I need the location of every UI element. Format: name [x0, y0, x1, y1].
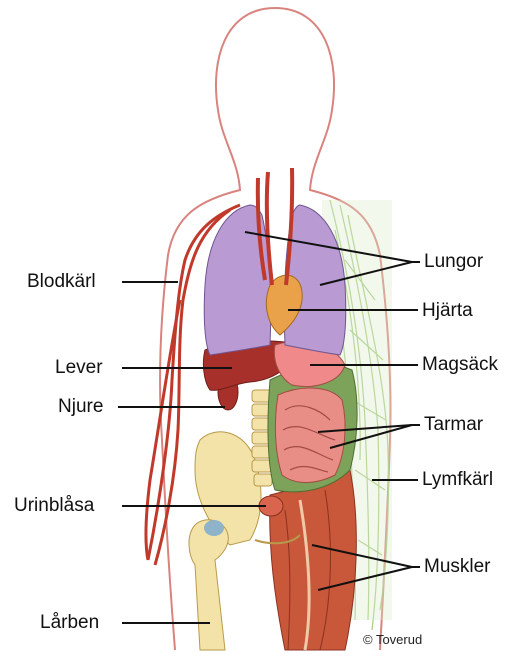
label-tarmar: Tarmar: [424, 414, 483, 436]
label-lungor: Lungor: [424, 251, 483, 273]
label-lever: Lever: [55, 357, 103, 379]
copyright-credit: © Toverud: [363, 632, 422, 647]
femur: [189, 520, 228, 650]
thigh-muscles: [270, 470, 357, 650]
label-muskler: Muskler: [424, 556, 491, 578]
hip-joint: [204, 520, 224, 536]
label-hjarta: Hjärta: [422, 300, 473, 322]
label-blodkarl: Blodkärl: [27, 271, 96, 293]
label-magsack: Magsäck: [422, 354, 498, 376]
label-njure: Njure: [58, 396, 103, 418]
small-intestine: [275, 388, 345, 482]
label-urinblasa: Urinblåsa: [14, 495, 94, 517]
label-lymfkarl: Lymfkärl: [422, 469, 493, 491]
label-larben: Lårben: [40, 612, 99, 634]
